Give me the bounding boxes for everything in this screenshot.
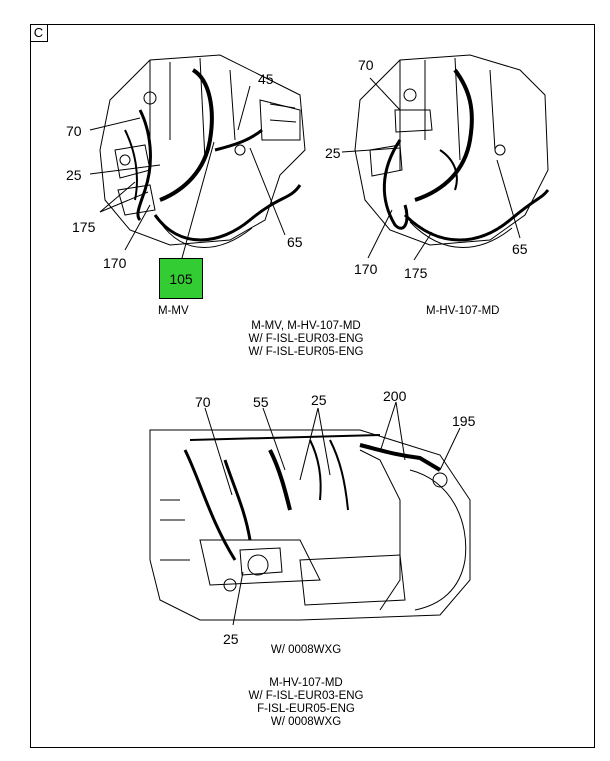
caption-bottom-line2: W/ F-ISL-EUR03-ENG <box>248 690 364 702</box>
caption-bottom-line4: W/ 0008WXG <box>270 716 342 728</box>
callout-45-top-left: 45 <box>258 71 274 87</box>
callout-170-top-right: 170 <box>354 261 378 277</box>
callout-25-top-left: 25 <box>66 167 82 183</box>
caption-shared-line1: M-MV, M-HV-107-MD <box>251 320 361 332</box>
callout-170-top-left: 170 <box>103 255 127 271</box>
callout-65-top-right: 65 <box>512 241 528 257</box>
callout-25-bottom-top: 25 <box>311 392 327 408</box>
leader-lines-top-right <box>341 77 521 261</box>
leader-lines-top-left <box>89 85 286 259</box>
caption-shared-line2: W/ F-ISL-EUR03-ENG <box>248 333 364 345</box>
callout-200-bottom: 200 <box>383 388 407 404</box>
caption-bottom-line3: F-ISL-EUR05-ENG <box>257 703 355 715</box>
callout-65-top-left: 65 <box>287 234 303 250</box>
engine-drawing-top-left <box>99 54 306 248</box>
callout-25-top-right: 25 <box>325 145 341 161</box>
engine-drawing-bottom <box>149 429 471 621</box>
callout-175-top-right: 175 <box>404 265 428 281</box>
callout-195-bottom: 195 <box>452 413 476 429</box>
caption-bottom-option: W/ 0008WXG <box>270 644 342 656</box>
callout-70-top-left: 70 <box>66 123 82 139</box>
callout-70-top-right: 70 <box>358 57 374 73</box>
caption-shared-line3: W/ F-ISL-EUR05-ENG <box>248 346 364 358</box>
caption-right-model: M-HV-107-MD <box>426 305 500 317</box>
callout-55-bottom: 55 <box>253 394 269 410</box>
caption-bottom-line1: M-HV-107-MD <box>269 677 343 689</box>
callout-25-bottom-lower: 25 <box>223 631 239 647</box>
caption-left-model: M-MV <box>158 305 189 317</box>
leader-lines-bottom <box>204 401 461 626</box>
panel-label: C <box>30 24 48 42</box>
callout-175-top-left: 175 <box>72 219 96 235</box>
highlight-callout-105[interactable]: 105 <box>159 258 203 299</box>
engine-drawing-top-right <box>354 54 550 248</box>
diagram-frame <box>30 24 595 748</box>
callout-70-bottom: 70 <box>195 394 211 410</box>
